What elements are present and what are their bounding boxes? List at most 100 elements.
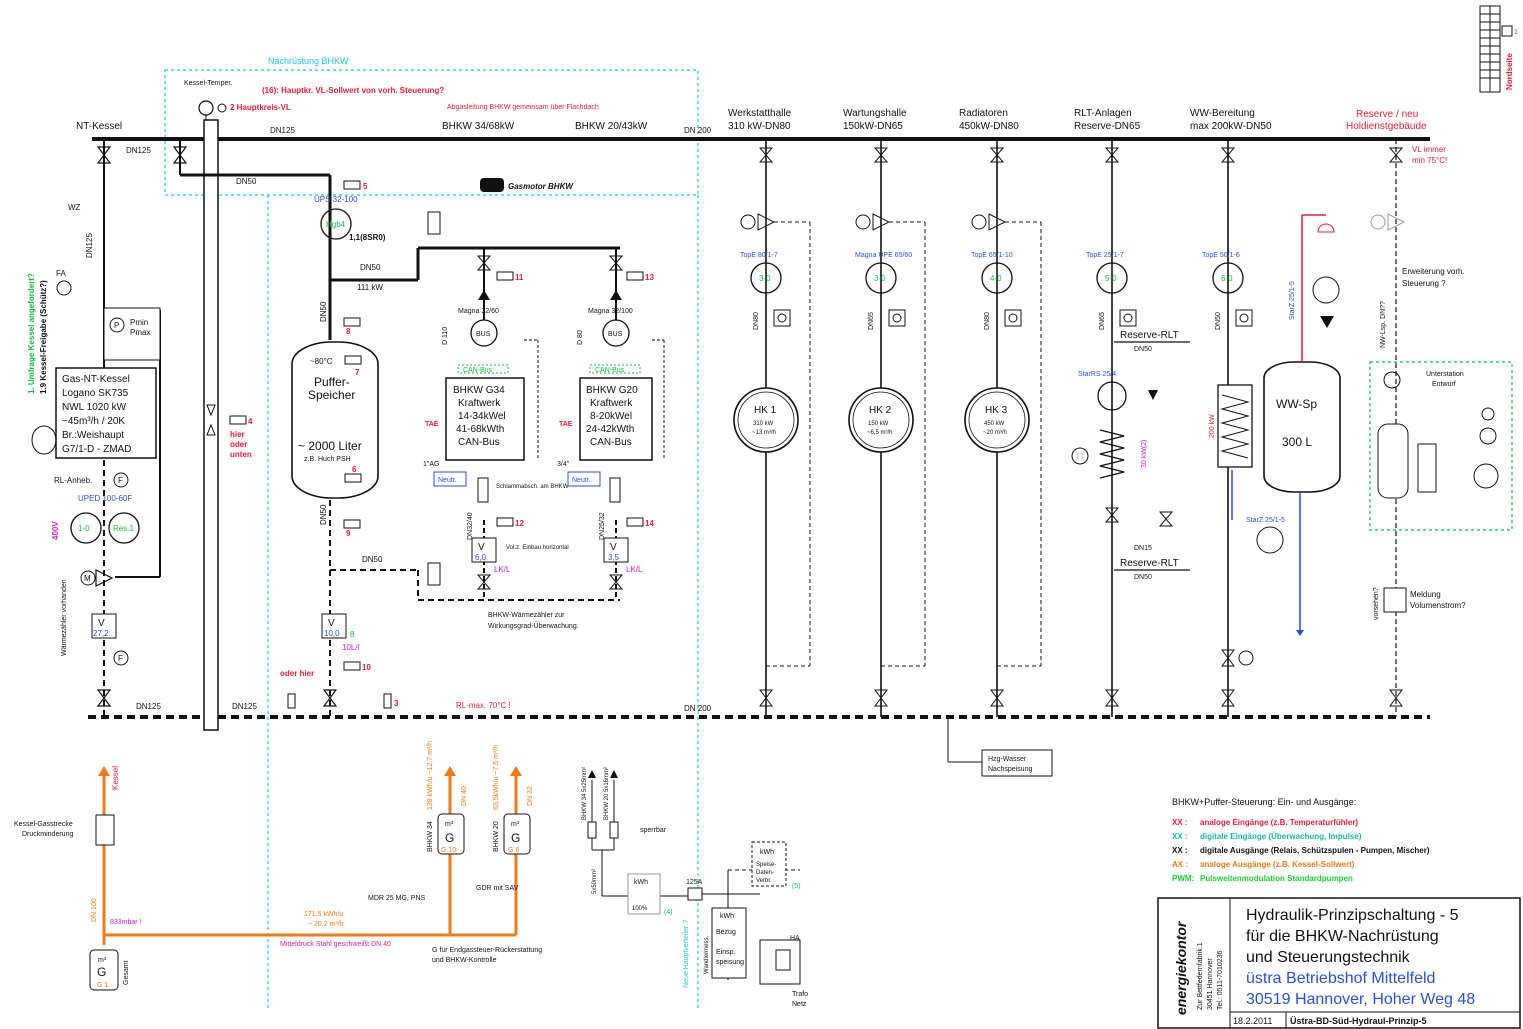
hk-flow: ~13 m³/h [752,430,776,436]
consumer-spec: 150kW-DN65 [843,121,903,132]
svg-text:111 kW: 111 kW [357,283,383,292]
hk-power: 150 kW [868,421,889,427]
svg-text:Reserve-RLT: Reserve-RLT [1120,330,1179,341]
svg-text:G 6: G 6 [508,847,519,854]
boiler-line5: Br.:Weishaupt [62,430,124,441]
hier-label: hier [230,430,245,439]
svg-text:3: 3 [394,699,399,708]
svg-text:kWh: kWh [760,849,774,856]
consumer-name: Radiatoren [959,108,1008,119]
svg-text:G: G [511,831,520,845]
svg-text:oder hier: oder hier [280,669,314,678]
temperature-sensor-icon [892,313,902,323]
hzg-wasser-box [981,749,1053,777]
svg-text:1: 1 [1514,29,1518,36]
svg-text:3/4": 3/4" [557,461,570,468]
svg-text:10L/I: 10L/I [342,643,360,652]
boiler-line6: G7/1-D - ZMAD [62,444,131,455]
mixer-motor-icon [855,214,871,230]
svg-text:kWh: kWh [634,879,648,886]
flow-sensor-icon [113,472,129,488]
temp-sensor-box [773,309,791,327]
svg-text:1,1(8SR0): 1,1(8SR0) [349,233,386,242]
svg-text:StarRS 25/4: StarRS 25/4 [1078,371,1116,378]
svg-text:CAN-Bus: CAN-Bus [590,437,632,448]
shutoff-valve-icon [873,147,889,163]
hydraulic-separator: 4 hier oder unten [203,119,253,731]
svg-text:HA: HA [790,935,800,942]
svg-text:Tel.: 0511-7010236: Tel.: 0511-7010236 [1217,950,1224,1010]
ww-valve-icon [1221,649,1235,667]
boiler-line2: Logano SK735 [62,388,129,399]
svg-text:Bezug: Bezug [716,929,736,936]
reserve-branch: Reserve / neu Holdienstgebäude VL immer … [1346,109,1513,717]
svg-text:Neutr.: Neutr. [438,477,457,484]
title-line3: und Steuerungstechnik [1246,949,1411,966]
heating-circuit [964,387,1030,453]
svg-text:Reserve-RLT: Reserve-RLT [1120,558,1179,569]
svg-text:10,0: 10,0 [324,629,340,638]
pump-number: 3-0 [874,274,886,283]
pump-number: 6-0 [1221,274,1233,283]
rlt-detail: Reserve-RLT DN50 StarRS 25/4 30 kW(2) DN… [1071,330,1190,581]
svg-text:DN125: DN125 [85,233,94,258]
svg-text:171,5 kWh/u: 171,5 kWh/u [304,911,343,918]
svg-text:StarZ 25/1-5: StarZ 25/1-5 [1246,517,1285,524]
hk-power: 450 kW [984,421,1005,427]
legend-title: BHKW+Puffer-Steuerung: Ein- und Ausgänge… [1172,797,1356,807]
svg-text:Erweiterung vorh.: Erweiterung vorh. [1402,267,1465,276]
svg-text:P: P [114,321,119,330]
shutoff-valve-icon [1220,147,1236,163]
svg-text:DN50: DN50 [1134,346,1152,353]
pmin-pmax-box [103,307,161,361]
svg-text:Zur Bettfedernfabrik 1: Zur Bettfedernfabrik 1 [1197,942,1204,1010]
svg-text:V: V [610,542,617,553]
svg-text:LK/L: LK/L [494,565,511,574]
chp-unit-2: 13 Magna 32/100 BUS D 80 CAN-Bus BHKW G2… [488,248,665,630]
svg-text:8: 8 [346,327,351,336]
gas-meter-bhkw20 [503,813,531,855]
rlt-fan-icon [1071,447,1089,465]
svg-text:Holdienstgebäude: Holdienstgebäude [1346,121,1427,132]
svg-text:30 kW(2): 30 kW(2) [1141,440,1148,468]
mixing-valve-icon [872,213,891,231]
title-line4: üstra Betriebshof Mittelfeld [1246,970,1435,987]
chp1-volume-meter [471,537,497,563]
svg-text:Res.1: Res.1 [113,524,134,533]
svg-text:VL immer: VL immer [1412,145,1446,154]
svg-text:BHKW 20: BHKW 20 [493,821,500,852]
title-line2: für die BHKW-Nachrüstung [1246,928,1439,945]
heating-circuit [848,387,914,453]
hauptkreis-vl-label: 2 Hauptkreis-VL [230,103,291,112]
svg-text:400V: 400V [51,521,60,540]
svg-text:G 10: G 10 [441,847,456,854]
legend-code: XX : [1172,832,1188,841]
svg-text:BHKW 20 5x16mm²: BHKW 20 5x16mm² [604,767,610,820]
svg-text:V: V [478,542,485,553]
temperature-sensor-icon [1123,313,1133,323]
svg-text:63,5kWh/u ~7,5 m³/h: 63,5kWh/u ~7,5 m³/h [493,745,500,810]
ww-storage [1263,361,1341,493]
svg-text:BHKW 34: BHKW 34 [427,821,434,852]
hk-flow: ~6,5 m³/h [867,430,893,436]
svg-text:1-0: 1-0 [78,524,90,533]
title-line1: Hydraulik-Prinzipschaltung - 5 [1246,907,1459,924]
svg-text:F: F [118,654,123,663]
circulation-pump-icon [750,262,782,294]
svg-text:138 kWh/u ~12,7 m³/h: 138 kWh/u ~12,7 m³/h [427,741,434,810]
svg-text:14-34kWel: 14-34kWel [458,411,506,422]
rlt-pump-icon [1097,381,1127,411]
svg-text:m³: m³ [445,821,454,828]
svg-text:CAN-Bus: CAN-Bus [463,367,493,374]
pump-type: TopE 80/1-7 [740,252,778,259]
chp1-title: BHKW G34 [453,385,505,396]
temp-sensor-box [888,309,906,327]
legend-code: XX : [1172,818,1188,827]
mixing-valve-icon [988,213,1007,231]
ww-detail: 200 kW WW-Sp 300 L StarZ 25/1-5 StarZ 25… [1209,214,1341,636]
svg-text:D 80: D 80 [577,330,584,345]
svg-text:Vol.z. Einbau horizontal: Vol.z. Einbau horizontal [506,545,569,551]
pump-type: Magna UPE 65/60 [855,252,912,259]
svg-text:6,0: 6,0 [475,553,487,562]
